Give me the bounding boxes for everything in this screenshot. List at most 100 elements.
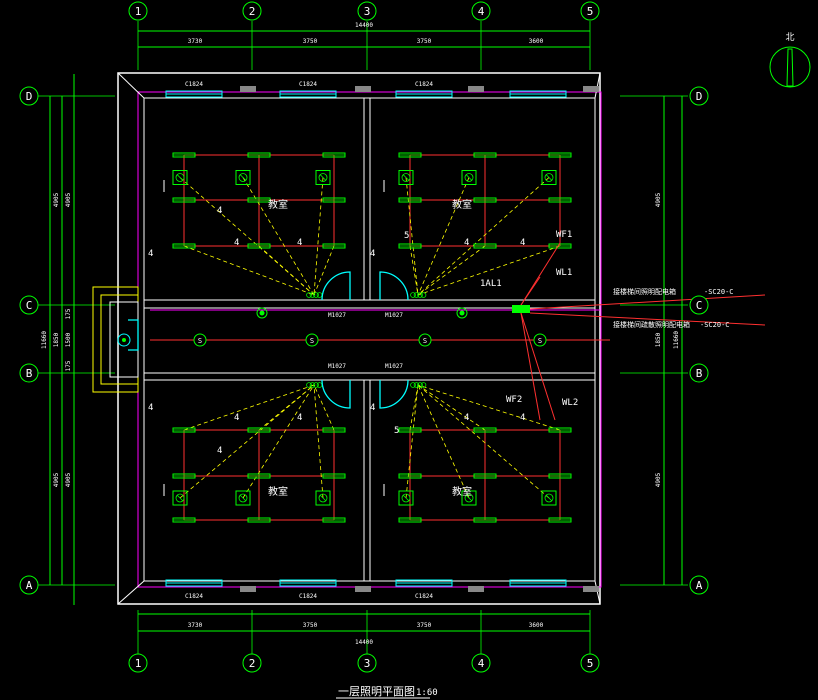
wire-count-nw-2: 4: [234, 238, 239, 248]
doors: [128, 271, 409, 409]
wire-count-se-5: 5: [394, 426, 399, 436]
axis-label-D: D: [26, 90, 33, 103]
axis-bubble-3-bottom: 3: [357, 653, 377, 673]
switch-wiring: [179, 177, 561, 499]
dim-left-3: 4905: [53, 472, 60, 487]
windows: [165, 90, 567, 587]
corridor-lamp-label: S: [198, 337, 202, 345]
columns: [240, 86, 599, 592]
corridor-lamp: S: [193, 333, 207, 347]
fluorescent-lamp: [322, 243, 346, 249]
circuit-wl2: WL2: [562, 398, 578, 408]
fluorescent-lamp: [548, 243, 572, 249]
dim-right-total: 11660: [673, 331, 680, 349]
dim-right-3: 4905: [655, 472, 662, 487]
fluorescent-lamp: [398, 243, 422, 249]
fluorescent-lamp: [172, 517, 196, 523]
fluorescent-lamp: [473, 197, 497, 203]
axis-bubble-1-bottom: 1: [128, 653, 148, 673]
exit-lamp: [256, 307, 268, 319]
room-label-se: 教室: [452, 485, 472, 498]
dim-left-inner-3: 1500: [65, 332, 72, 347]
dim-bottom-total: 14400: [355, 639, 373, 646]
blackboard-lamp: [541, 170, 557, 185]
fluorescent-lamp: [398, 473, 422, 479]
drawing-title: 一层照明平面图: [338, 685, 415, 698]
room-label-ne: 教室: [452, 198, 472, 211]
dim-left-inner-1: 4905: [65, 192, 72, 207]
axis-label-1: 1: [135, 5, 142, 18]
fluorescent-lamp: [322, 427, 346, 433]
blackboard-lamp: [398, 170, 414, 185]
dim-top-4: 3600: [529, 38, 544, 45]
fluorescent-lamp: [473, 517, 497, 523]
blackboard-lamp: [461, 490, 477, 506]
fluorescent-lamp: [247, 473, 271, 479]
blackboard-lamp: [235, 490, 251, 506]
wire-count-nw-3: 4: [297, 238, 302, 248]
entrance-lamp: [117, 333, 131, 347]
window-top-3: C1824: [415, 81, 433, 88]
fluorescent-lamp: [172, 473, 196, 479]
fluorescent-lamp: [548, 473, 572, 479]
north-label: 北: [785, 32, 794, 43]
axis-bubble-1-top: 1: [128, 1, 148, 21]
feed-lower-note: 接楼梯间疏散照明配电箱: [613, 320, 690, 329]
axis-label-B: B: [696, 367, 703, 380]
fluorescent-lamp: [172, 197, 196, 203]
switch-cluster: [410, 292, 427, 298]
feed-upper-conduit: -SC20-C: [704, 288, 734, 296]
fluorescent-lamp: [247, 517, 271, 523]
window-bottom-2: C1824: [299, 593, 317, 600]
axis-label-2: 2: [249, 5, 256, 18]
door-south-1: M1027: [328, 363, 346, 370]
axis-label-5: 5: [587, 657, 594, 670]
axis-bubble-C-right: C: [689, 295, 709, 315]
axis-label-2: 2: [249, 657, 256, 670]
axis-bubble-B-right: B: [689, 363, 709, 383]
fluorescent-lamp: [172, 243, 196, 249]
wire-count-se-2: 4: [464, 413, 469, 423]
axis-label-4: 4: [478, 657, 485, 670]
corridor-lamp: S: [418, 333, 432, 347]
blackboard-lamp: [461, 170, 477, 185]
axis-bubble-A-left: A: [19, 575, 39, 595]
blackboard-lamp: [315, 490, 331, 506]
axis-bubble-D-left: D: [19, 86, 39, 106]
wire-count-nw-1: 4: [217, 206, 222, 216]
window-top-1: C1824: [185, 81, 203, 88]
wire-count-sw-1: 4: [148, 403, 153, 413]
axis-bubble-2-top: 2: [242, 1, 262, 21]
wire-count-sw-4: 4: [217, 446, 222, 456]
axis-label-D: D: [696, 90, 703, 103]
blackboard-lamp: [172, 490, 188, 506]
door-north-2: M1027: [385, 312, 403, 319]
dim-bottom-1: 3730: [188, 622, 203, 629]
fluorescent-lamp: [322, 517, 346, 523]
light-fixtures: [163, 152, 572, 523]
axis-label-3: 3: [364, 657, 371, 670]
axis-bubble-5-bottom: 5: [580, 653, 600, 673]
wire-count-se-1: 4: [370, 403, 375, 413]
window-bottom-1: C1824: [185, 593, 203, 600]
panel-feeders: [520, 242, 766, 421]
axis-label-A: A: [26, 579, 33, 592]
fluorescent-lamp: [473, 427, 497, 433]
wire-count-sw-2: 4: [234, 413, 239, 423]
dim-bottom-4: 3600: [529, 622, 544, 629]
axis-bubble-5-top: 5: [580, 1, 600, 21]
axis-label-C: C: [696, 299, 703, 312]
dim-left-1: 4905: [53, 192, 60, 207]
blackboard-lamp: [541, 490, 557, 506]
fluorescent-lamp: [247, 243, 271, 249]
distribution-panel: [512, 305, 530, 313]
circuit-wf2: WF2: [506, 395, 522, 405]
axis-bubble-3-top: 3: [357, 1, 377, 21]
axis-bubble-C-left: C: [19, 295, 39, 315]
dim-left-2: 1850: [53, 332, 60, 347]
axis-label-4: 4: [478, 5, 485, 18]
dim-top-2: 3750: [303, 38, 318, 45]
